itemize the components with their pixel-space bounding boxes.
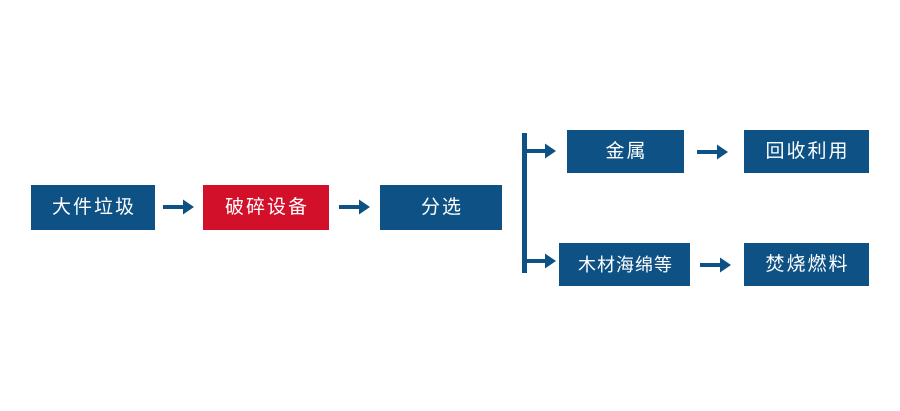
node-recycling-reuse[interactable]: 回收利用 [744,130,869,173]
arrow-right-icon-wood-to-fuel [700,255,732,275]
node-wood-sponge[interactable]: 木材海绵等 [559,243,690,286]
node-sorting-label: 分选 [420,197,463,218]
node-crushing-equipment-label: 破碎设备 [224,197,309,218]
node-metal-label: 金属 [605,141,648,162]
node-incineration-fuel[interactable]: 焚烧燃料 [744,243,869,286]
node-metal[interactable]: 金属 [567,130,684,173]
arrow-right-icon-crusher-to-sorting [339,197,371,217]
node-bulky-waste-label: 大件垃圾 [51,197,136,218]
split-bracket-icon [521,131,561,275]
arrow-right-icon-input-to-crusher [163,197,195,217]
node-crushing-equipment[interactable]: 破碎设备 [203,185,329,230]
node-wood-sponge-label: 木材海绵等 [578,254,673,275]
node-recycling-reuse-label: 回收利用 [765,141,850,162]
node-bulky-waste[interactable]: 大件垃圾 [31,185,155,230]
node-incineration-fuel-label: 焚烧燃料 [765,254,850,275]
arrow-right-icon-metal-to-recycling [697,142,729,162]
node-sorting[interactable]: 分选 [380,185,502,230]
